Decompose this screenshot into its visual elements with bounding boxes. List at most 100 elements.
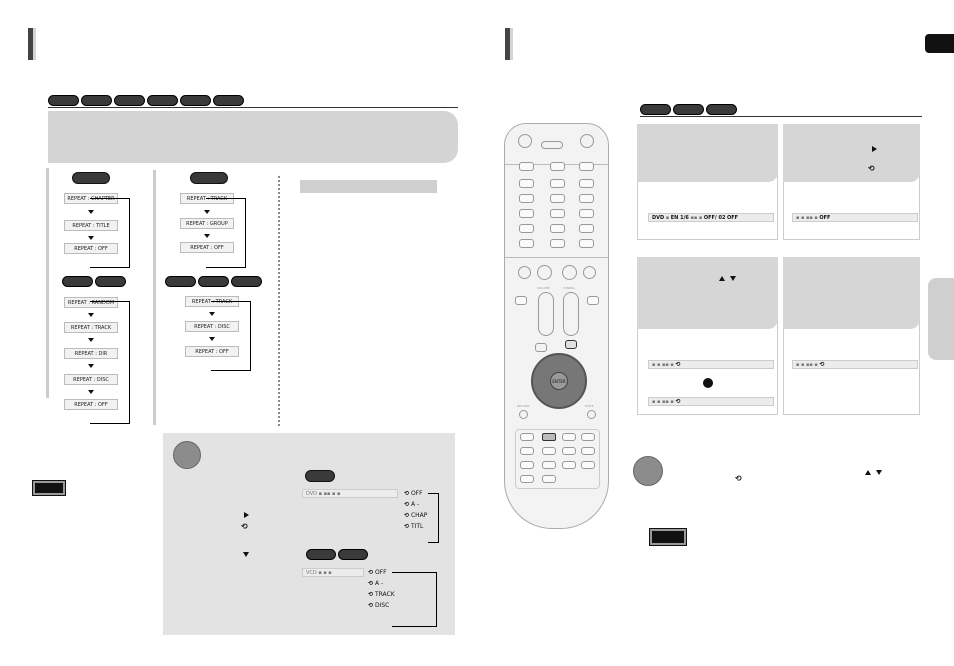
vcd-disc-icons	[62, 276, 126, 287]
disc-icon	[673, 104, 704, 115]
tuning-rocker[interactable]	[563, 292, 579, 336]
number-2-button[interactable]	[550, 194, 565, 203]
step-panel	[783, 124, 920, 182]
number-5-button[interactable]	[550, 209, 565, 218]
info-icon	[703, 378, 713, 388]
step-panel	[637, 257, 778, 329]
number-4-button[interactable]	[519, 209, 534, 218]
repeat-button[interactable]	[542, 433, 556, 441]
info-button[interactable]	[565, 340, 577, 349]
open-close-button[interactable]	[580, 134, 594, 148]
remote-button[interactable]	[550, 179, 565, 188]
osd-bar: DVD ▪ EN 1/6 ▪▪ ▪ OFF/ 02 OFF	[648, 213, 774, 222]
play-pause-button[interactable]	[562, 265, 577, 280]
remote-button[interactable]	[542, 461, 556, 469]
remote-button[interactable]	[542, 475, 556, 483]
skip-forward-button[interactable]	[583, 266, 596, 279]
tv-dvd-switch[interactable]	[541, 141, 563, 149]
step-number-circle	[633, 456, 663, 486]
mute-button[interactable]	[587, 410, 596, 419]
repeat-icon: ⟲	[404, 512, 410, 519]
disc-icon	[213, 95, 244, 106]
loop-line	[211, 301, 251, 371]
repeat-icon: ⟲	[368, 580, 374, 587]
osd-bar: ▪ ▪ ▪▪ ▪ ⟲	[792, 360, 918, 369]
osd-subtitle: OFF/ 02	[703, 215, 726, 221]
repeat-icon: ⟲	[868, 164, 875, 173]
disc-icon	[640, 104, 671, 115]
number-7-button[interactable]	[519, 224, 534, 233]
disc-icon	[305, 470, 335, 482]
remote-button[interactable]	[542, 447, 556, 455]
number-6-button[interactable]	[579, 209, 594, 218]
loop-line	[428, 493, 439, 543]
remote-button[interactable]	[581, 461, 595, 469]
number-0-button[interactable]	[550, 239, 565, 248]
remote-control: VOLUME TUNING ENTER RETURN MUTE	[504, 123, 609, 529]
dvd-repeat-options: ⟲ OFF ⟲ A - ⟲ CHAP ⟲ TITL	[404, 488, 427, 532]
step-panel	[783, 257, 920, 329]
disc-icon	[190, 172, 228, 184]
osd-audio: EN 1/6	[670, 215, 689, 221]
remote-button[interactable]	[519, 162, 534, 171]
flow-item: REPEAT : OFF	[64, 243, 118, 254]
remote-button[interactable]	[581, 433, 595, 441]
remote-button[interactable]	[519, 239, 534, 248]
disc-icon	[72, 172, 110, 184]
remote-divider	[505, 257, 608, 258]
repeat-option: A -	[374, 580, 384, 587]
disc-icon	[198, 276, 229, 287]
repeat-option: TITL	[410, 523, 424, 530]
note-icon	[32, 480, 66, 496]
disc-icon	[306, 549, 336, 560]
remote-button[interactable]	[581, 447, 595, 455]
repeat-icon: ⟲	[368, 602, 374, 609]
remote-button[interactable]	[579, 179, 594, 188]
remote-button[interactable]	[515, 296, 527, 305]
arrow-down-icon	[88, 210, 94, 214]
osd-bar: ▪ ▪ ▪▪ ▪ ⟲	[648, 360, 774, 369]
intro-band	[48, 111, 458, 163]
disc-icon	[165, 276, 196, 287]
remote-button[interactable]	[520, 461, 534, 469]
remote-button[interactable]	[579, 162, 594, 171]
repeat-icon: ⟲	[675, 361, 681, 368]
remote-button[interactable]	[562, 433, 576, 441]
remote-button[interactable]	[562, 447, 576, 455]
remote-button[interactable]	[587, 296, 599, 305]
number-3-button[interactable]	[579, 194, 594, 203]
flow-item: REPEAT : DISC	[64, 374, 118, 385]
enter-button[interactable]: ENTER	[550, 372, 568, 390]
power-button[interactable]	[518, 134, 532, 148]
menu-button[interactable]	[535, 343, 547, 352]
loop-line	[206, 198, 246, 268]
remote-button[interactable]	[562, 461, 576, 469]
disc-icon	[706, 104, 737, 115]
return-button[interactable]	[519, 410, 528, 419]
skip-back-button[interactable]	[518, 266, 531, 279]
disc-icon	[62, 276, 93, 287]
number-9-button[interactable]	[579, 224, 594, 233]
remote-button[interactable]	[520, 433, 534, 441]
step-box	[163, 433, 455, 635]
loop-line	[90, 198, 130, 268]
osd-repeat: OFF	[819, 215, 831, 221]
stop-button[interactable]	[537, 265, 552, 280]
remote-button[interactable]	[519, 179, 534, 188]
return-label: RETURN	[517, 404, 530, 408]
repeat-icon: ⟲	[368, 591, 374, 598]
arrow-down-icon	[88, 338, 94, 342]
remote-button[interactable]	[579, 239, 594, 248]
remote-button[interactable]	[520, 475, 534, 483]
repeat-icon: ⟲	[404, 501, 410, 508]
number-1-button[interactable]	[519, 194, 534, 203]
number-8-button[interactable]	[550, 224, 565, 233]
arrow-down-icon	[209, 337, 215, 341]
volume-rocker[interactable]	[538, 292, 554, 336]
osd-label: VCD	[306, 570, 317, 576]
remote-button[interactable]	[550, 162, 565, 171]
tuning-label: TUNING	[563, 286, 575, 290]
repeat-icon: ⟲	[404, 490, 410, 497]
remote-button[interactable]	[520, 447, 534, 455]
disc-icon	[338, 549, 368, 560]
